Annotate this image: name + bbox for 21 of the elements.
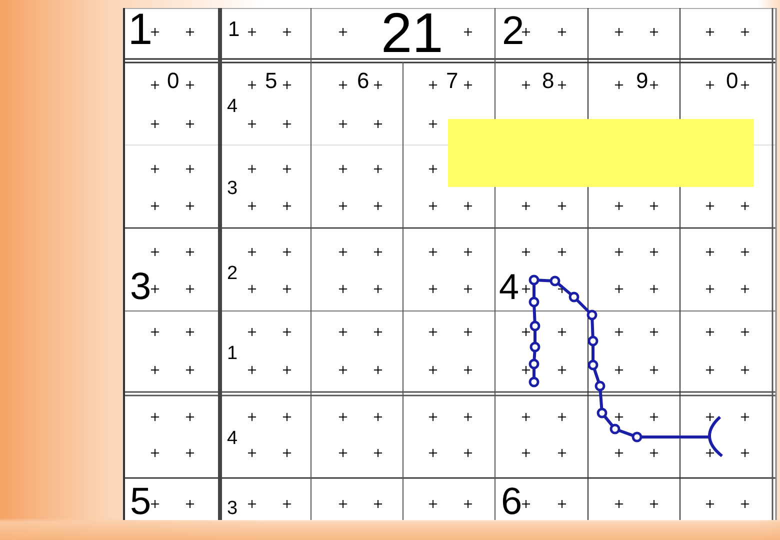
column-number: 0 (167, 70, 180, 92)
row-number: 3 (227, 498, 238, 518)
row-number: 2 (227, 264, 238, 283)
zone-number: 3 (130, 268, 152, 306)
column-number: 0 (726, 70, 738, 92)
column-number: 6 (357, 70, 370, 92)
column-number: 8 (542, 70, 554, 92)
zone-number: 21 (381, 5, 444, 62)
zone-number: 2 (502, 11, 524, 51)
grid-number: 1 (228, 19, 240, 40)
column-number: 7 (446, 70, 458, 92)
zone-number: 6 (501, 482, 522, 521)
zone-number: 4 (499, 269, 520, 306)
row-number: 3 (227, 178, 238, 198)
zone-number: 5 (130, 482, 152, 521)
column-number: 5 (265, 70, 278, 92)
row-number: 4 (227, 96, 238, 116)
row-number: 4 (227, 428, 238, 448)
row-number: 1 (227, 344, 238, 363)
column-number: 9 (636, 70, 648, 92)
zone-number: 1 (128, 8, 152, 52)
